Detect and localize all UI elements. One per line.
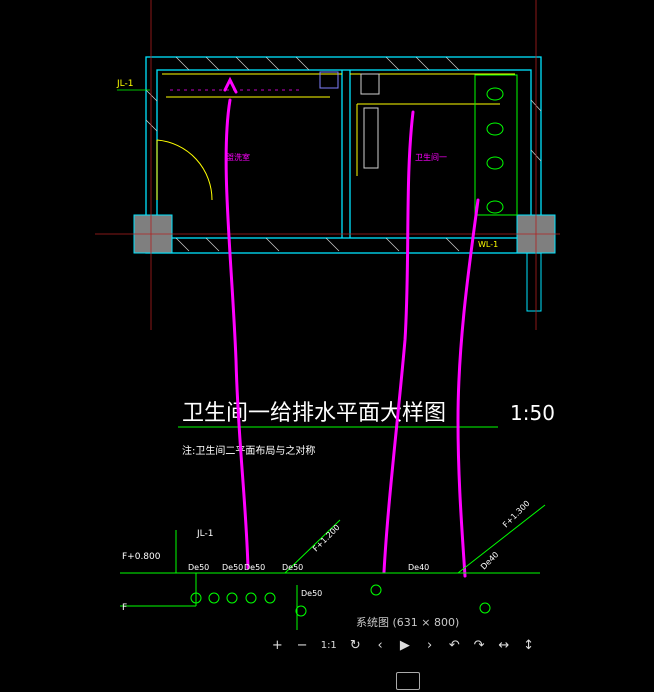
pipe-size-4: De50 [282,563,303,572]
pipe-size-2: De50 [222,563,243,572]
annotation-strokes [223,76,480,578]
floor-label-lower: F [122,603,127,613]
drawing-scale: 1:50 [510,401,555,425]
pipe-size-6: De40 [479,550,500,571]
play-icon[interactable]: ▶ [399,638,410,653]
drawing-title: 卫生间一给排水平面大样图 [182,401,446,426]
room-label-washroom: 盥洗室 [226,152,250,162]
flip-horizontal-icon[interactable]: ↔ [498,638,510,653]
system-pipe-label: JL-1 [196,529,213,539]
image-viewer-toolbar: + − 1:1 ↻ ‹ ▶ › ↶ ↷ ↔ ↕ [268,634,538,658]
actual-size-button[interactable]: 1:1 [320,640,337,651]
plan-walls [145,56,542,254]
water-piping [162,73,515,176]
drawing-note: 注:卫生间二平面布局与之对称 [182,444,315,457]
pipe-size-1: De50 [188,563,209,572]
floor-label-upper: F+0.800 [122,552,161,562]
riser-label-upper: F+1.200 [311,523,342,554]
wall-hatch [145,56,542,252]
previous-icon[interactable]: ‹ [377,638,383,653]
pipe-size-3: De50 [244,563,265,572]
structural-columns [133,214,556,312]
fixture-markers [190,584,491,617]
room-label-toilet: 卫生间一 [415,152,447,162]
rotate-left-icon[interactable]: ↶ [448,638,460,653]
viewer-caption: 系统图 (631 × 800) [356,616,460,629]
grid-lines [95,0,560,330]
fixtures [319,71,518,216]
flip-vertical-icon[interactable]: ↕ [523,638,535,653]
rotate-right-icon[interactable]: ↷ [473,638,485,653]
system-diagram [120,504,546,630]
pipe-size-5: De40 [408,563,429,572]
thumbnail-icon[interactable] [396,672,420,690]
riser-label-right: F+1.300 [501,499,532,530]
pipe-label-wl1-plan: WL-1 [478,240,498,249]
door-swing [156,139,213,201]
zoom-out-button[interactable]: − [296,638,308,653]
rotate-icon[interactable]: ↻ [349,638,361,653]
pipe-label-jl1-plan: JL-1 [116,79,133,89]
pipe-size-lower: De50 [301,589,322,598]
zoom-in-button[interactable]: + [271,638,283,653]
next-icon[interactable]: › [427,638,433,653]
